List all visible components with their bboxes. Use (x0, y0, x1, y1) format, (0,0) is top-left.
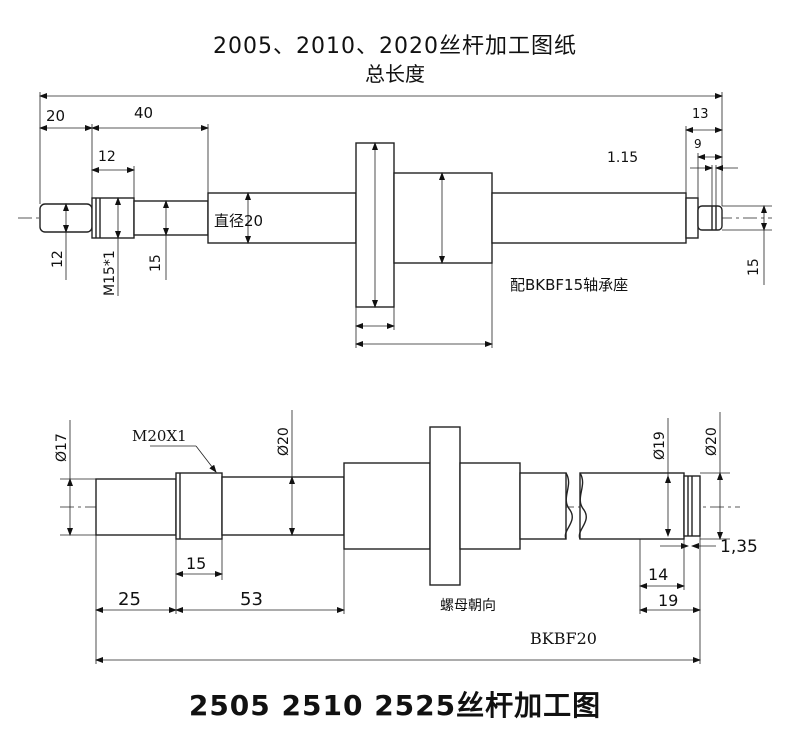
bearing-note: 配BKBF15轴承座 (510, 276, 628, 294)
thread-section-2 (175, 472, 223, 540)
shaft-end-left-2 (95, 478, 177, 536)
dim-9: 9 (694, 137, 702, 151)
shaft-drawing-1 (18, 142, 772, 308)
phi20-left-label: Ø20 (276, 427, 292, 456)
dim-15-left: 15 (148, 254, 164, 272)
drawing-subtitle: 总长度 (365, 62, 425, 86)
dim-1-15: 1.15 (607, 150, 638, 166)
dim-12-top: 12 (98, 149, 116, 165)
dim-13: 13 (692, 107, 709, 122)
dimensions-2 (60, 410, 730, 664)
dim-53: 53 (240, 589, 263, 610)
screw-section-left (207, 192, 357, 244)
dim-m15: M15*1 (102, 250, 118, 296)
thread-label: M20X1 (132, 427, 187, 445)
dim-25: 25 (118, 589, 141, 610)
thread-section (91, 197, 135, 239)
shaft-drawing-2 (60, 426, 740, 586)
dim-19: 19 (658, 591, 678, 610)
dim-20: 20 (46, 107, 65, 125)
bearing-journal (133, 200, 209, 236)
nut-flange-2 (429, 426, 461, 586)
shaft-end-right (697, 205, 723, 231)
dim-12-left: 12 (50, 250, 66, 268)
dimensions-1 (39, 92, 772, 348)
nut-body (393, 172, 493, 264)
bottom-title: 2505 2510 2525丝杆加工图 (188, 689, 602, 722)
phi20-right-label: Ø20 (704, 427, 720, 456)
diameter-note: 直径20 (214, 212, 263, 230)
dim-1-35: 1,35 (720, 537, 758, 557)
bearing-label-2: BKBF20 (530, 629, 597, 648)
journal-2 (221, 476, 345, 536)
dim-15-bottom: 15 (186, 554, 206, 573)
nut-direction-label: 螺母朝向 (440, 598, 496, 614)
screw-section-right (491, 192, 687, 244)
nut-body-right-2 (459, 462, 521, 550)
drawing-title: 2005、2010、2020丝杆加工图纸 (213, 34, 577, 59)
dim-40: 40 (134, 104, 153, 122)
step-right (685, 197, 699, 239)
dim-14: 14 (648, 565, 668, 584)
nut-body-left-2 (343, 462, 431, 550)
phi17-label: Ø17 (54, 433, 70, 462)
phi19-label: Ø19 (652, 431, 668, 460)
dim-15-right: 15 (746, 258, 762, 276)
